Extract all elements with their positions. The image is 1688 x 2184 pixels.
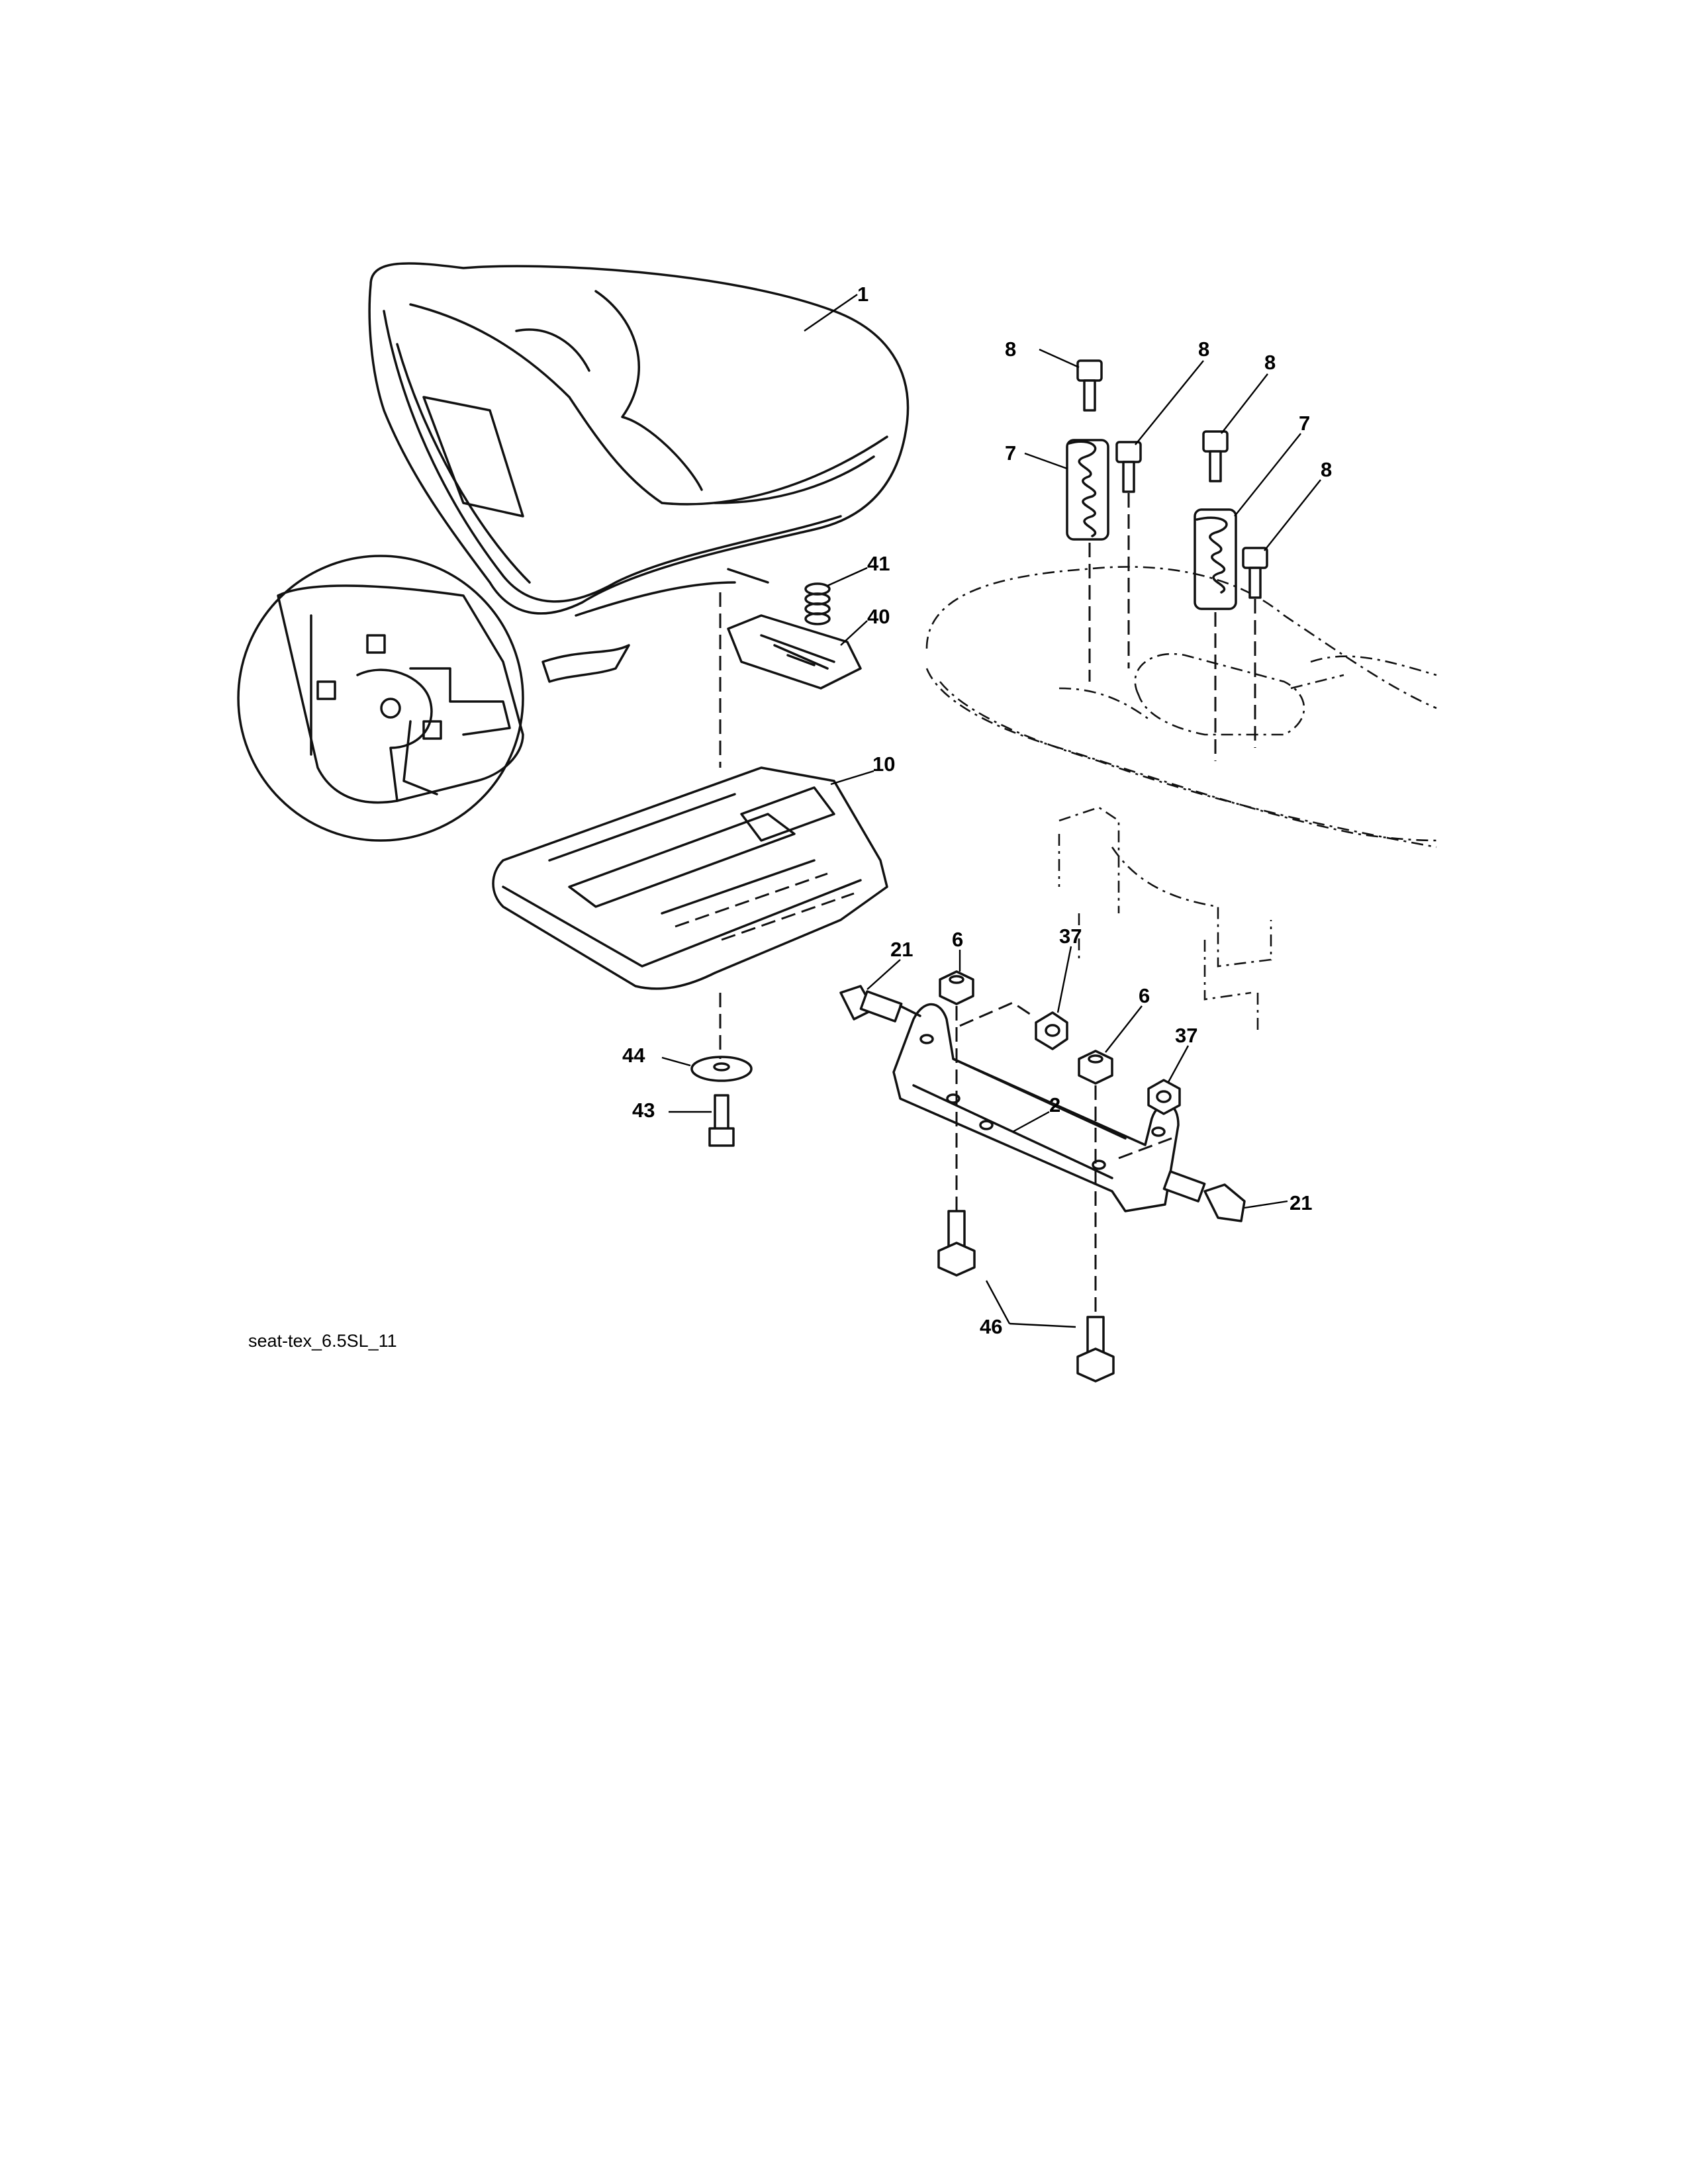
nut-6-b bbox=[1078, 1050, 1113, 1085]
callout-10: 10 bbox=[872, 752, 895, 776]
bolt-46-b bbox=[1076, 1316, 1115, 1383]
bolt-46-a bbox=[937, 1210, 976, 1277]
callout-7-a: 7 bbox=[1005, 441, 1016, 465]
callout-46: 46 bbox=[980, 1315, 1002, 1338]
callout-37-a: 37 bbox=[1059, 925, 1082, 948]
nut-37-b bbox=[1147, 1079, 1181, 1115]
callout-2: 2 bbox=[1049, 1093, 1060, 1116]
shoulder-bolt-21-right bbox=[1162, 1170, 1246, 1222]
callout-8-d: 8 bbox=[1321, 458, 1332, 481]
seat bbox=[368, 262, 910, 617]
bolt-43 bbox=[708, 1094, 735, 1147]
nut-6-a bbox=[939, 970, 974, 1005]
callout-6-b: 6 bbox=[1139, 984, 1150, 1007]
callout-8-a: 8 bbox=[1005, 338, 1016, 361]
callout-8-c: 8 bbox=[1264, 351, 1276, 374]
callout-6-a: 6 bbox=[952, 928, 963, 951]
callout-1: 1 bbox=[857, 283, 868, 306]
seat-pan-10 bbox=[492, 766, 888, 990]
callout-7-b: 7 bbox=[1299, 412, 1310, 435]
spring-41 bbox=[804, 582, 831, 625]
seat-bracket-40 bbox=[727, 614, 862, 690]
callout-43: 43 bbox=[632, 1099, 655, 1122]
callout-21-a: 21 bbox=[890, 938, 913, 961]
callout-labels: 1 8 8 8 8 7 7 41 40 10 21 6 37 6 37 44 4… bbox=[622, 283, 1332, 1338]
spring-7-left bbox=[1066, 439, 1109, 541]
spring-7-right bbox=[1194, 508, 1237, 610]
bolt-8-b bbox=[1115, 441, 1142, 493]
callout-8-b: 8 bbox=[1198, 338, 1209, 361]
leader-lines bbox=[661, 294, 1321, 1328]
callout-37-b: 37 bbox=[1175, 1024, 1197, 1047]
frame-phantom bbox=[925, 566, 1437, 1032]
bolt-8-d bbox=[1242, 547, 1268, 599]
callout-41: 41 bbox=[867, 552, 890, 575]
callout-21-b: 21 bbox=[1289, 1191, 1312, 1214]
shoulder-bolt-21-left bbox=[839, 985, 921, 1023]
callout-44: 44 bbox=[622, 1044, 645, 1067]
callout-40: 40 bbox=[867, 605, 890, 628]
washer-44 bbox=[690, 1056, 753, 1082]
bolt-8-a bbox=[1076, 359, 1103, 412]
diagram-code: seat-tex_6.5SL_11 bbox=[248, 1331, 397, 1351]
bolt-8-c bbox=[1202, 430, 1229, 482]
detail-inset bbox=[237, 555, 630, 842]
nut-37-a bbox=[1035, 1011, 1068, 1050]
